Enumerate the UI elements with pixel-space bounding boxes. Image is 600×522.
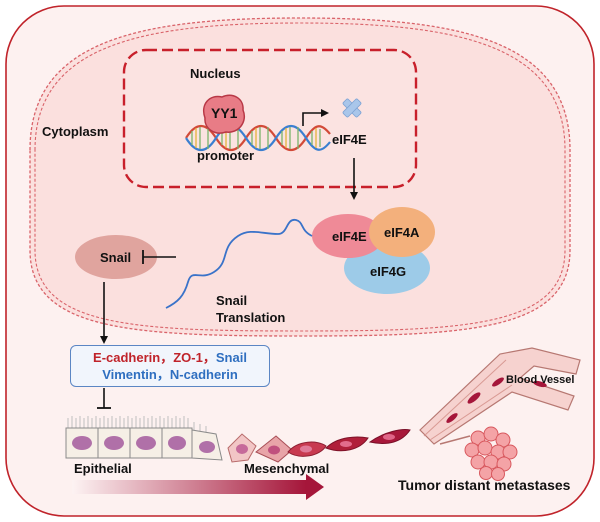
vessel-tumor-link: [439, 435, 471, 445]
mesenchymal-cells: [227, 429, 411, 463]
eif4e-protein: [312, 214, 384, 258]
marker-snail: Snail: [215, 350, 247, 365]
cytoplasm-label: Cytoplasm: [42, 124, 109, 139]
yy1-protein: [203, 94, 245, 134]
mesenchymal-label: Mesenchymal: [244, 461, 330, 476]
promoter-label: promoter: [197, 148, 255, 163]
marker-separator: ，: [156, 367, 170, 382]
marker-zo-1: ZO-1: [173, 350, 203, 365]
marker-vimentin: Vimentin: [102, 367, 157, 382]
marker-n-cadherin: N-cadherin: [169, 367, 238, 382]
cytoplasm-boundary-inner: [34, 22, 566, 332]
complex-eif4g-label: eIF4G: [370, 264, 407, 279]
blood-vessel-icon: [419, 347, 581, 445]
eif4e-gene-label: eIF4E: [332, 132, 367, 147]
x-cross-icon: [342, 98, 362, 118]
epithelial-cells: [65, 416, 223, 461]
markers-line-1: E-cadherin，ZO-1，Snail: [71, 349, 269, 366]
snail-mrna: [165, 219, 313, 309]
snail-translation-label-line1: Snail: [216, 293, 248, 308]
snail-translation-label-line2: Translation: [216, 310, 286, 325]
marker-e-cadherin: E-cadherin: [93, 350, 161, 365]
eif4a-protein: [369, 207, 435, 257]
emt-markers-box: E-cadherin，ZO-1，Snail Vimentin，N-cadheri…: [70, 345, 270, 387]
epithelial-label: Epithelial: [74, 461, 132, 476]
transcription-start-arrow: [302, 109, 329, 126]
tumor-metastases-label: Tumor distant metastases: [398, 477, 571, 493]
markers-line-2: Vimentin，N-cadherin: [71, 366, 269, 383]
complex-eif4a-label: eIF4A: [384, 225, 420, 240]
marker-separator: ，: [202, 350, 216, 365]
snail-label: Snail: [100, 250, 132, 265]
snail-protein: [75, 235, 157, 279]
tumor-cluster-icon: [464, 426, 518, 481]
complex-eif4e-label: eIF4E: [332, 229, 367, 244]
yy1-label: YY1: [211, 105, 238, 121]
marker-separator: ，: [160, 350, 174, 365]
blood-vessel-label: Blood Vessel: [506, 374, 575, 386]
nucleus-label: Nucleus: [190, 66, 241, 81]
emt-progression-arrow: [72, 474, 324, 500]
nucleus-boundary: [122, 48, 418, 189]
